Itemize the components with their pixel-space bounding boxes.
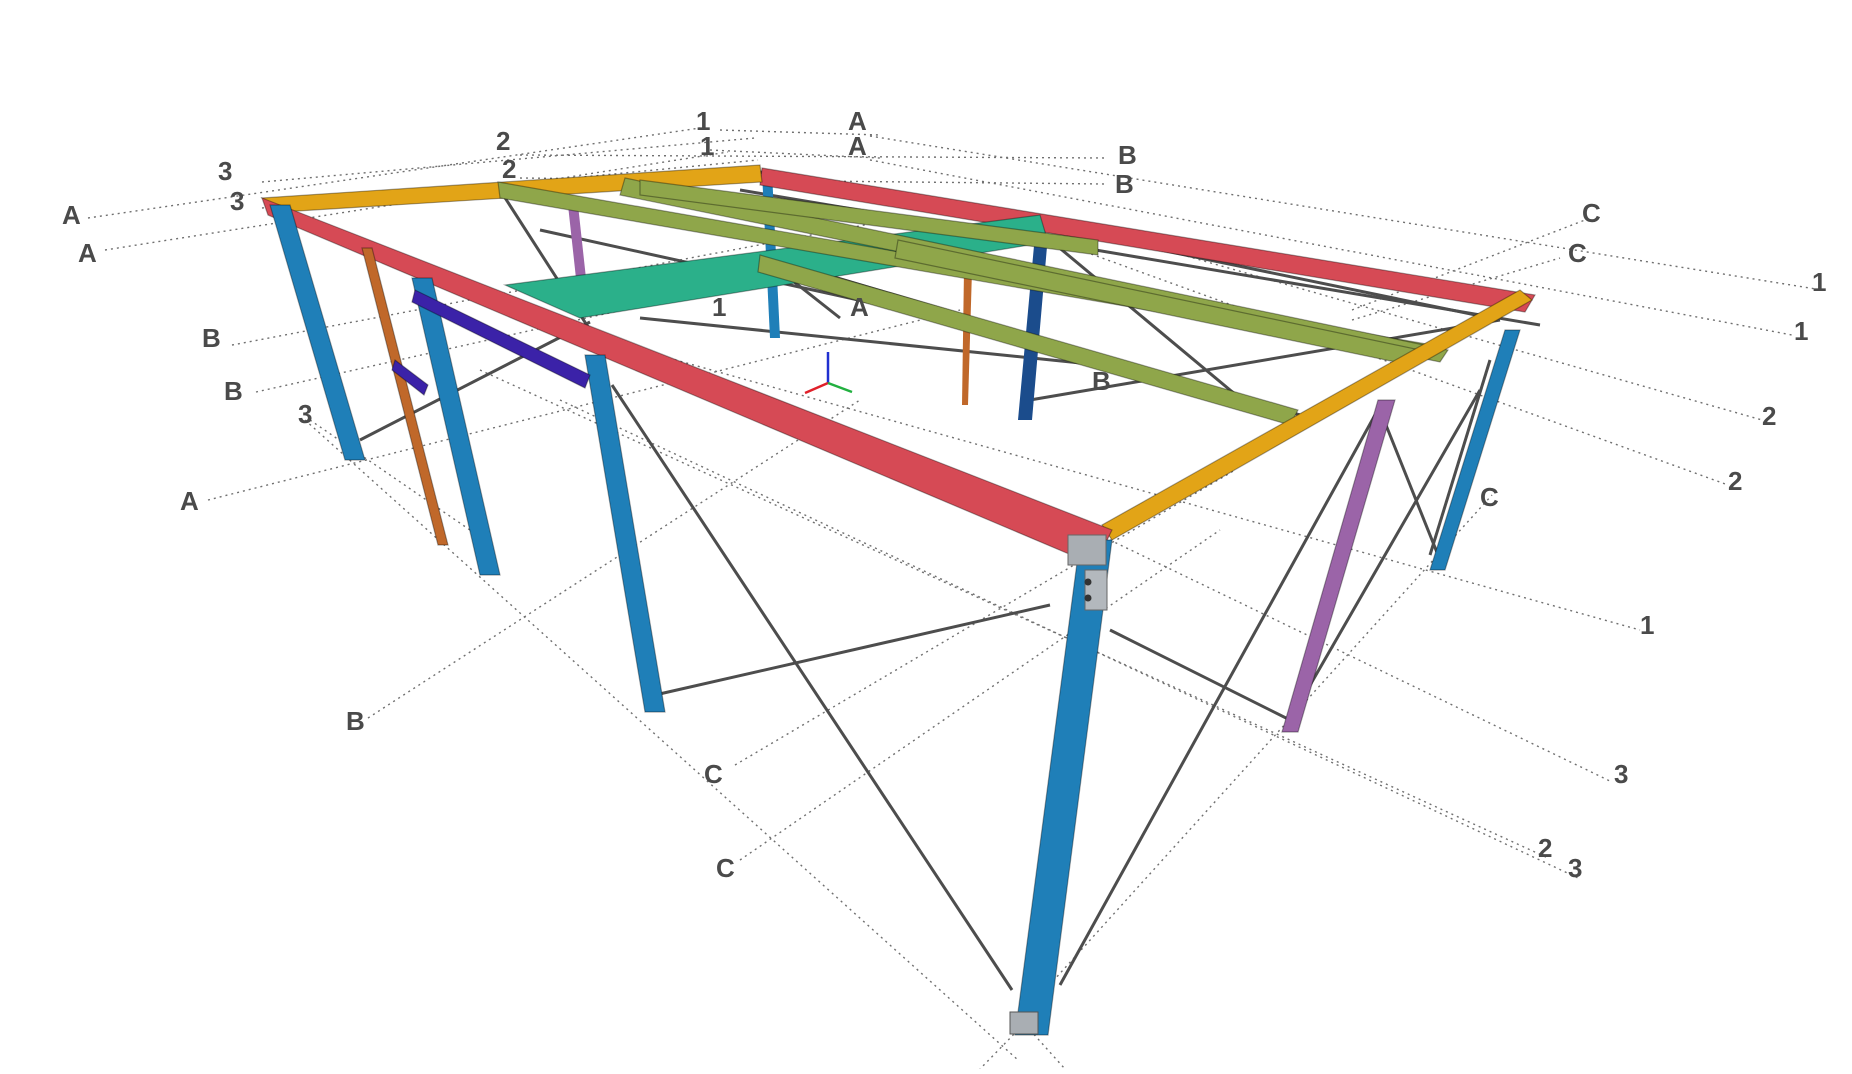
grid-label-a: A [848, 131, 867, 161]
column-left[interactable] [269, 204, 366, 461]
grid-label-c: C [1568, 238, 1587, 268]
grid-label-b: B [1092, 366, 1111, 396]
grid-label-1: 1 [1812, 267, 1826, 297]
grid-label-1: 1 [712, 292, 726, 322]
grid-label-3: 3 [298, 399, 312, 429]
grid-label-2: 2 [1538, 833, 1552, 863]
grid-label-1: 1 [696, 106, 710, 136]
column-corner[interactable] [1014, 539, 1113, 1036]
grid-label-a: A [848, 106, 867, 136]
grid-label-a: A [180, 486, 199, 516]
connection-plates [1009, 534, 1108, 1035]
grid-label-c: C [1582, 198, 1601, 228]
wind-column-back[interactable] [962, 270, 972, 405]
grid-label-a: A [78, 238, 97, 268]
roof-brace [1049, 238, 1261, 417]
front-columns [269, 204, 1521, 1036]
grid-labels: 1 A 1 A 2 2 3 3 B B A A C C 1 1 1 A B B … [62, 106, 1826, 883]
roof-brace [639, 316, 1101, 367]
wall-brace [654, 603, 1051, 697]
grid-label-b: B [346, 706, 365, 736]
roof-brace [1029, 318, 1501, 402]
eave-strut-left[interactable] [411, 289, 591, 389]
wind-column-right[interactable] [1281, 399, 1396, 733]
grid-label-3: 3 [1614, 759, 1628, 789]
wall-brace [610, 384, 1014, 991]
grid-label-c: C [1480, 482, 1499, 512]
grid-label-1: 1 [700, 131, 714, 161]
grid-label-c: C [704, 759, 723, 789]
grid-label-b: B [1115, 169, 1134, 199]
grid-label-a: A [850, 292, 869, 322]
wind-column-left[interactable] [361, 247, 449, 546]
grid-label-2: 2 [1728, 466, 1742, 496]
grid-label-c: C [716, 853, 735, 883]
grid-label-a: A [62, 200, 81, 230]
grid-label-3: 3 [218, 156, 232, 186]
grid-label-b: B [202, 323, 221, 353]
purlin-4[interactable] [894, 239, 1421, 366]
grid-label-1: 1 [1794, 316, 1808, 346]
column-right-back[interactable] [1429, 329, 1521, 571]
eave-front[interactable] [1101, 289, 1534, 541]
grid-label-1: 1 [1640, 610, 1654, 640]
purlin-5[interactable] [639, 179, 1099, 256]
column-front-2[interactable] [411, 277, 501, 576]
wall-brace [1058, 414, 1377, 986]
wall-brace [1288, 389, 1482, 721]
column-front-3[interactable] [584, 354, 666, 713]
wall-brace [1109, 628, 1291, 722]
grid-label-2: 2 [496, 126, 510, 156]
grid-label-b: B [1118, 140, 1137, 170]
wall-brace [1428, 359, 1492, 556]
grid-label-2: 2 [502, 154, 516, 184]
grid-label-3: 3 [230, 186, 244, 216]
axis-gizmo [804, 352, 853, 395]
grid-label-b: B [224, 376, 243, 406]
wind-bracket-left[interactable] [391, 358, 429, 396]
grid-label-3: 3 [1568, 853, 1582, 883]
side-brace [359, 320, 591, 442]
wall-brace [1378, 409, 1442, 561]
grid-label-2: 2 [1762, 401, 1776, 431]
grid-lines [87, 127, 1823, 1070]
roof-members [260, 164, 1536, 566]
